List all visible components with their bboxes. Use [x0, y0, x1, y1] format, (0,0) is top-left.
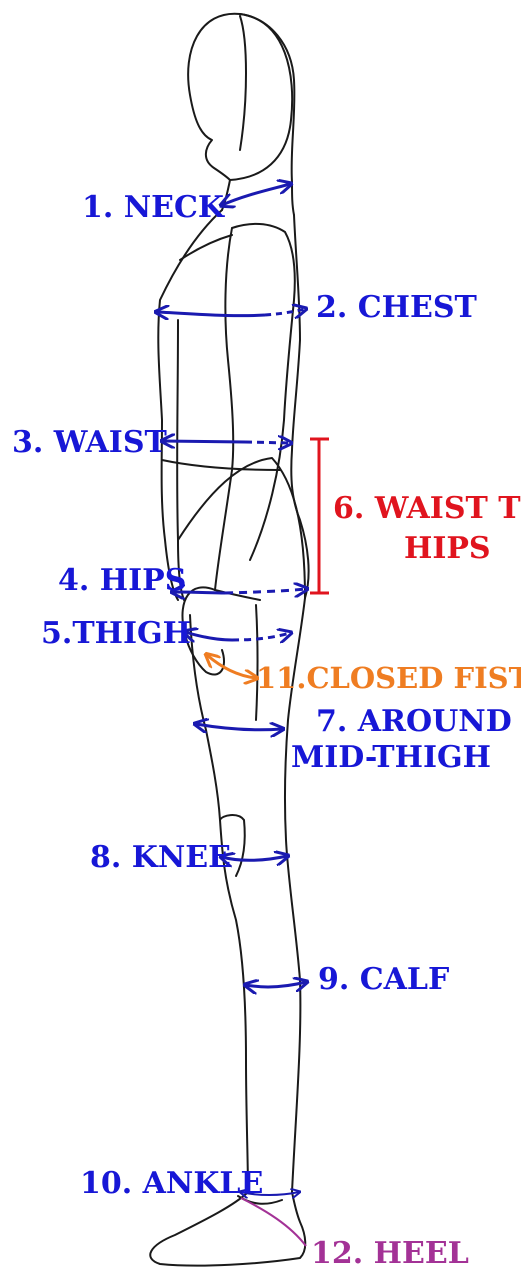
calf-measure-line — [246, 982, 306, 987]
hood-outline — [240, 14, 294, 182]
torso-inner — [177, 320, 184, 600]
neck-label: 1. NECK — [82, 193, 224, 223]
leg-front — [190, 615, 248, 1192]
shoulder-line — [180, 235, 232, 260]
hip-curve — [178, 458, 305, 598]
mid-thigh-label-line1: 7. AROUND — [316, 707, 512, 737]
waist-measure-dashed — [245, 442, 290, 443]
ankle-label: 10. ANKLE — [80, 1169, 263, 1199]
neck-back — [292, 182, 294, 215]
thigh-measure-dashed — [232, 633, 290, 640]
abdomen-line — [162, 460, 280, 470]
knee-label: 8. KNEE — [90, 843, 231, 873]
head-outline — [188, 14, 292, 180]
waist-label: 3. WAIST — [12, 428, 167, 458]
chest-label: 2. CHEST — [316, 293, 477, 323]
calf-label: 9. CALF — [318, 965, 449, 995]
hips-label: 4. HIPS — [58, 566, 186, 596]
waist-to-hips-label-line1: 6. WAIST TO — [333, 494, 521, 524]
arm-inner — [215, 228, 233, 590]
mid-thigh-label-line2: MID-THIGH — [291, 743, 491, 773]
closed-fist-label: 11.CLOSED FIST — [256, 664, 521, 693]
heel-label: 12. HEEL — [311, 1239, 469, 1269]
neck-measure-line — [222, 184, 290, 205]
hips-measure-dashed — [225, 589, 306, 593]
foot-outline — [150, 1192, 305, 1266]
waist-to-hips-bracket — [310, 439, 329, 593]
torso-front — [158, 210, 222, 600]
knee-measure-line — [222, 856, 287, 860]
arm-outer — [232, 224, 295, 560]
mid-thigh-measure-line — [196, 724, 282, 730]
chest-measure-line — [157, 312, 265, 316]
waist-to-hips-label-line2: HIPS — [404, 534, 491, 564]
thigh-label: 5.THIGH — [41, 619, 191, 649]
waist-measure-line — [163, 441, 245, 442]
heel-measure-line — [241, 1198, 306, 1246]
face-line — [240, 16, 246, 150]
